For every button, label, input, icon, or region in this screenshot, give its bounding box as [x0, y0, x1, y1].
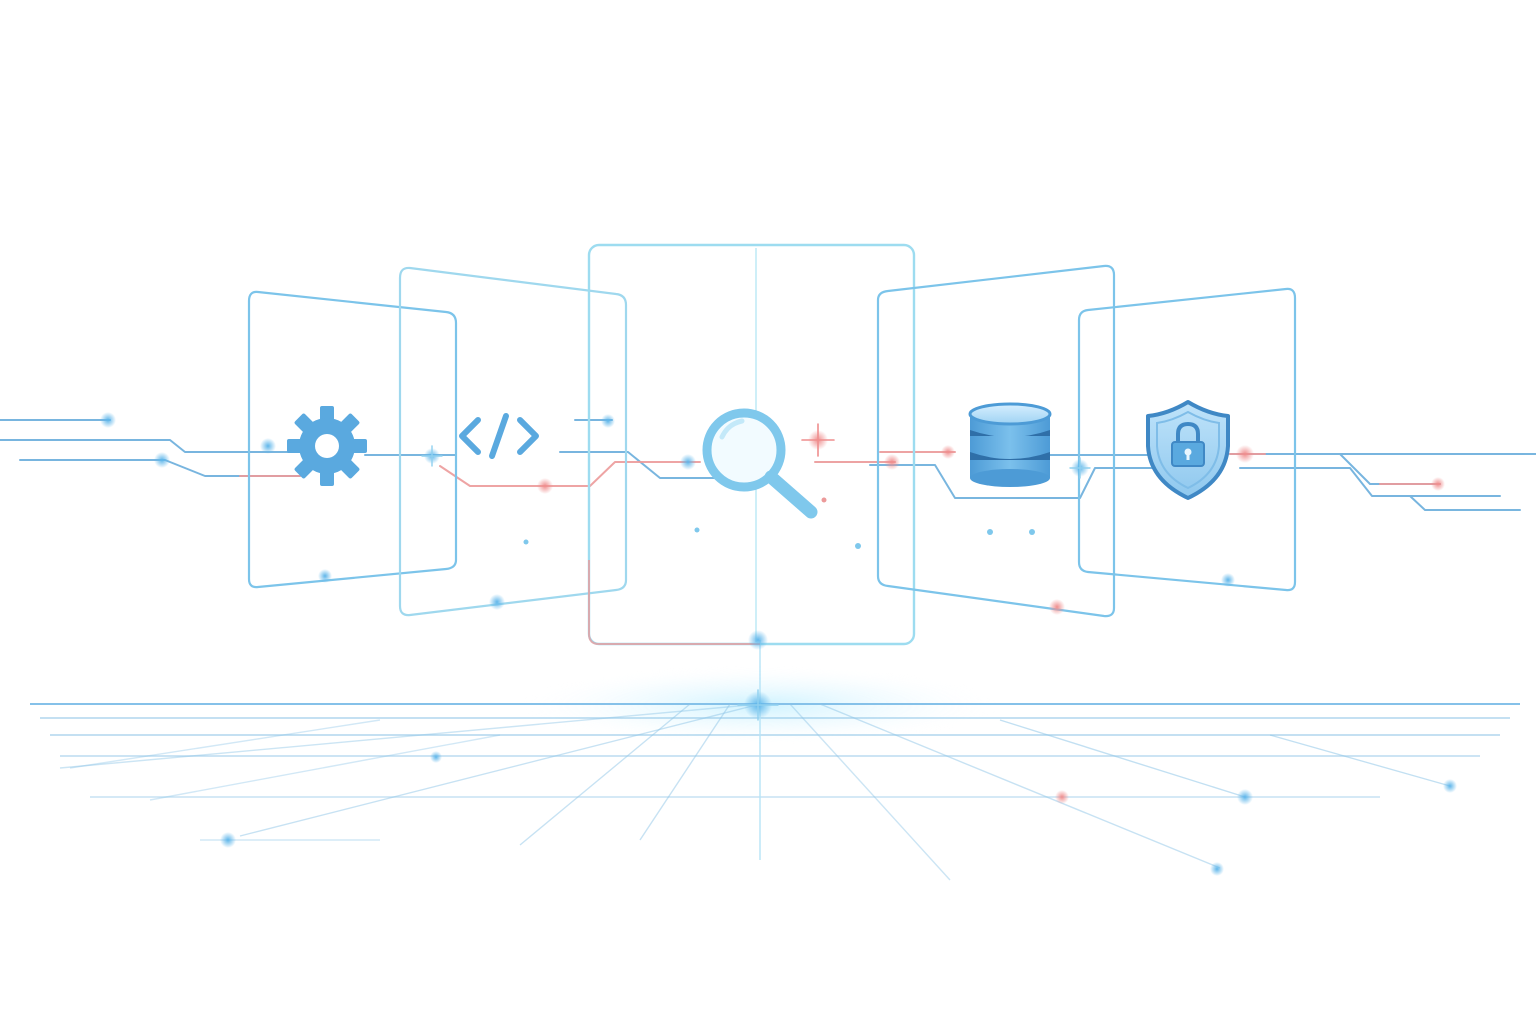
circuit-trace: [559, 451, 721, 479]
floor-ray: [789, 703, 951, 881]
circuit-trace: [869, 464, 1181, 499]
floor-ray: [239, 703, 761, 837]
floor-ray: [819, 703, 1221, 869]
panel-frame-accent: [588, 560, 760, 645]
floor-ray: [999, 719, 1246, 798]
floor-grid: [30, 640, 1520, 881]
floor-ray: [519, 703, 691, 846]
shield-lock-icon: [1146, 400, 1230, 500]
floor-ray: [59, 703, 761, 769]
magnifier-icon: [702, 408, 818, 519]
panel-frame: [398, 266, 628, 617]
panel-security: [1077, 287, 1297, 592]
sparkles: [421, 423, 1091, 721]
gear-icon: [287, 406, 367, 486]
panel-frame: [247, 290, 458, 589]
panel-code: [398, 266, 628, 617]
circuit-trace: [439, 461, 701, 487]
panel-frame: [1077, 287, 1297, 592]
panel-database: [876, 264, 1116, 618]
circuit-trace: [0, 439, 301, 453]
panel-frame: [876, 264, 1116, 618]
floor-ray: [149, 734, 501, 801]
panel-settings: [247, 290, 458, 589]
floor-ray: [69, 719, 381, 769]
code-icon: [459, 413, 539, 459]
floor-ray: [639, 703, 731, 841]
circuit-trace: [1239, 467, 1521, 511]
database-icon: [968, 402, 1052, 487]
floor-ray: [1269, 734, 1451, 787]
